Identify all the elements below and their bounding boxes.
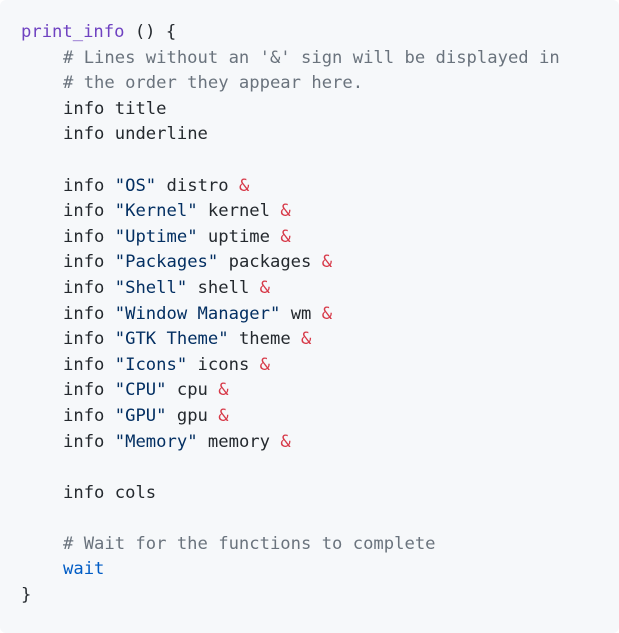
code-line-info-row: info "Kernel" kernel & <box>21 199 599 225</box>
background-ampersand: & <box>238 175 250 196</box>
info-keyword: info <box>63 98 105 119</box>
background-ampersand: & <box>321 303 333 324</box>
info-function-arg: uptime <box>197 226 281 247</box>
code-line-blank <box>21 148 599 174</box>
info-function-arg: cpu <box>166 380 219 401</box>
info-rows: info "OS" distro &info "Kernel" kernel &… <box>21 174 599 456</box>
info-function-arg: kernel <box>197 201 281 222</box>
code-line-blank <box>21 455 599 481</box>
code-line-info-underline: info underline <box>21 122 599 148</box>
comment-text: # the order they appear here. <box>63 73 364 94</box>
background-ampersand: & <box>301 329 312 350</box>
background-ampersand: & <box>218 405 229 426</box>
info-keyword: info <box>63 124 105 145</box>
background-ampersand: & <box>321 252 333 273</box>
info-label-string: "Uptime" <box>114 226 198 247</box>
info-argument: underline <box>104 124 208 145</box>
code-line-info-row: info "OS" distro & <box>21 174 599 200</box>
info-label-string: "Window Manager" <box>114 303 281 324</box>
background-ampersand: & <box>280 226 291 247</box>
code-line-info-row: info "Uptime" uptime & <box>21 225 599 251</box>
code-line-info-title: info title <box>21 97 599 123</box>
info-label-string: "Memory" <box>114 431 198 452</box>
info-keyword: info <box>63 175 105 196</box>
info-keyword: info <box>63 431 105 452</box>
code-line-wait: wait <box>21 557 599 583</box>
info-label-string: "CPU" <box>114 380 167 401</box>
background-ampersand: & <box>280 201 291 222</box>
code-line-function-def: print_info () { <box>21 20 599 46</box>
code-line-comment: # the order they appear here. <box>21 71 599 97</box>
code-line-info-row: info "Memory" memory & <box>21 430 599 456</box>
closing-brace: } <box>21 585 32 606</box>
info-function-arg: shell <box>187 277 260 298</box>
background-ampersand: & <box>280 431 291 452</box>
code-line-info-row: info "Shell" shell & <box>21 276 599 302</box>
comment-text: # Lines without an '&' sign will be disp… <box>63 47 560 68</box>
wait-builtin: wait <box>63 559 105 580</box>
function-parens: () { <box>124 22 177 42</box>
info-keyword: info <box>63 277 105 298</box>
background-ampersand: & <box>259 277 270 298</box>
info-label-string: "OS" <box>114 175 157 196</box>
info-keyword: info <box>63 405 105 426</box>
code-line-info-row: info "GPU" gpu & <box>21 404 599 430</box>
code-line-info-row: info "Icons" icons & <box>21 353 599 379</box>
code-line-comment: # Lines without an '&' sign will be disp… <box>21 46 599 72</box>
info-argument: title <box>104 98 167 119</box>
comment-text: # Wait for the functions to complete <box>63 533 436 554</box>
background-ampersand: & <box>259 354 270 375</box>
info-keyword: info <box>63 226 105 247</box>
info-keyword: info <box>63 252 105 273</box>
info-keyword: info <box>63 482 105 503</box>
code-line-close-brace: } <box>21 583 599 609</box>
code-line-info-row: info "CPU" cpu & <box>21 378 599 404</box>
info-argument: cols <box>104 482 157 503</box>
info-function-arg: memory <box>197 431 281 452</box>
info-label-string: "GPU" <box>114 405 167 426</box>
info-keyword: info <box>63 380 105 401</box>
info-keyword: info <box>63 303 105 324</box>
info-keyword: info <box>63 329 105 350</box>
code-line-blank <box>21 506 599 532</box>
info-label-string: "Icons" <box>114 354 188 375</box>
info-label-string: "Packages" <box>114 252 219 273</box>
code-line-info-cols: info cols <box>21 481 599 507</box>
code-line-info-row: info "Packages" packages & <box>21 250 599 276</box>
info-function-arg: icons <box>187 354 260 375</box>
info-function-arg: gpu <box>166 405 219 426</box>
function-name: print_info <box>21 22 125 42</box>
info-function-arg: theme <box>228 329 302 350</box>
info-label-string: "Kernel" <box>114 201 198 222</box>
code-line-info-row: info "Window Manager" wm & <box>21 302 599 328</box>
info-function-arg: distro <box>156 175 239 196</box>
info-function-arg: wm <box>280 303 322 324</box>
code-line-comment: # Wait for the functions to complete <box>21 532 599 558</box>
info-label-string: "GTK Theme" <box>114 329 229 350</box>
code-line-info-row: info "GTK Theme" theme & <box>21 327 599 353</box>
info-keyword: info <box>63 201 105 222</box>
info-label-string: "Shell" <box>114 277 188 298</box>
info-keyword: info <box>63 354 105 375</box>
background-ampersand: & <box>218 380 229 401</box>
info-function-arg: packages <box>218 252 322 273</box>
